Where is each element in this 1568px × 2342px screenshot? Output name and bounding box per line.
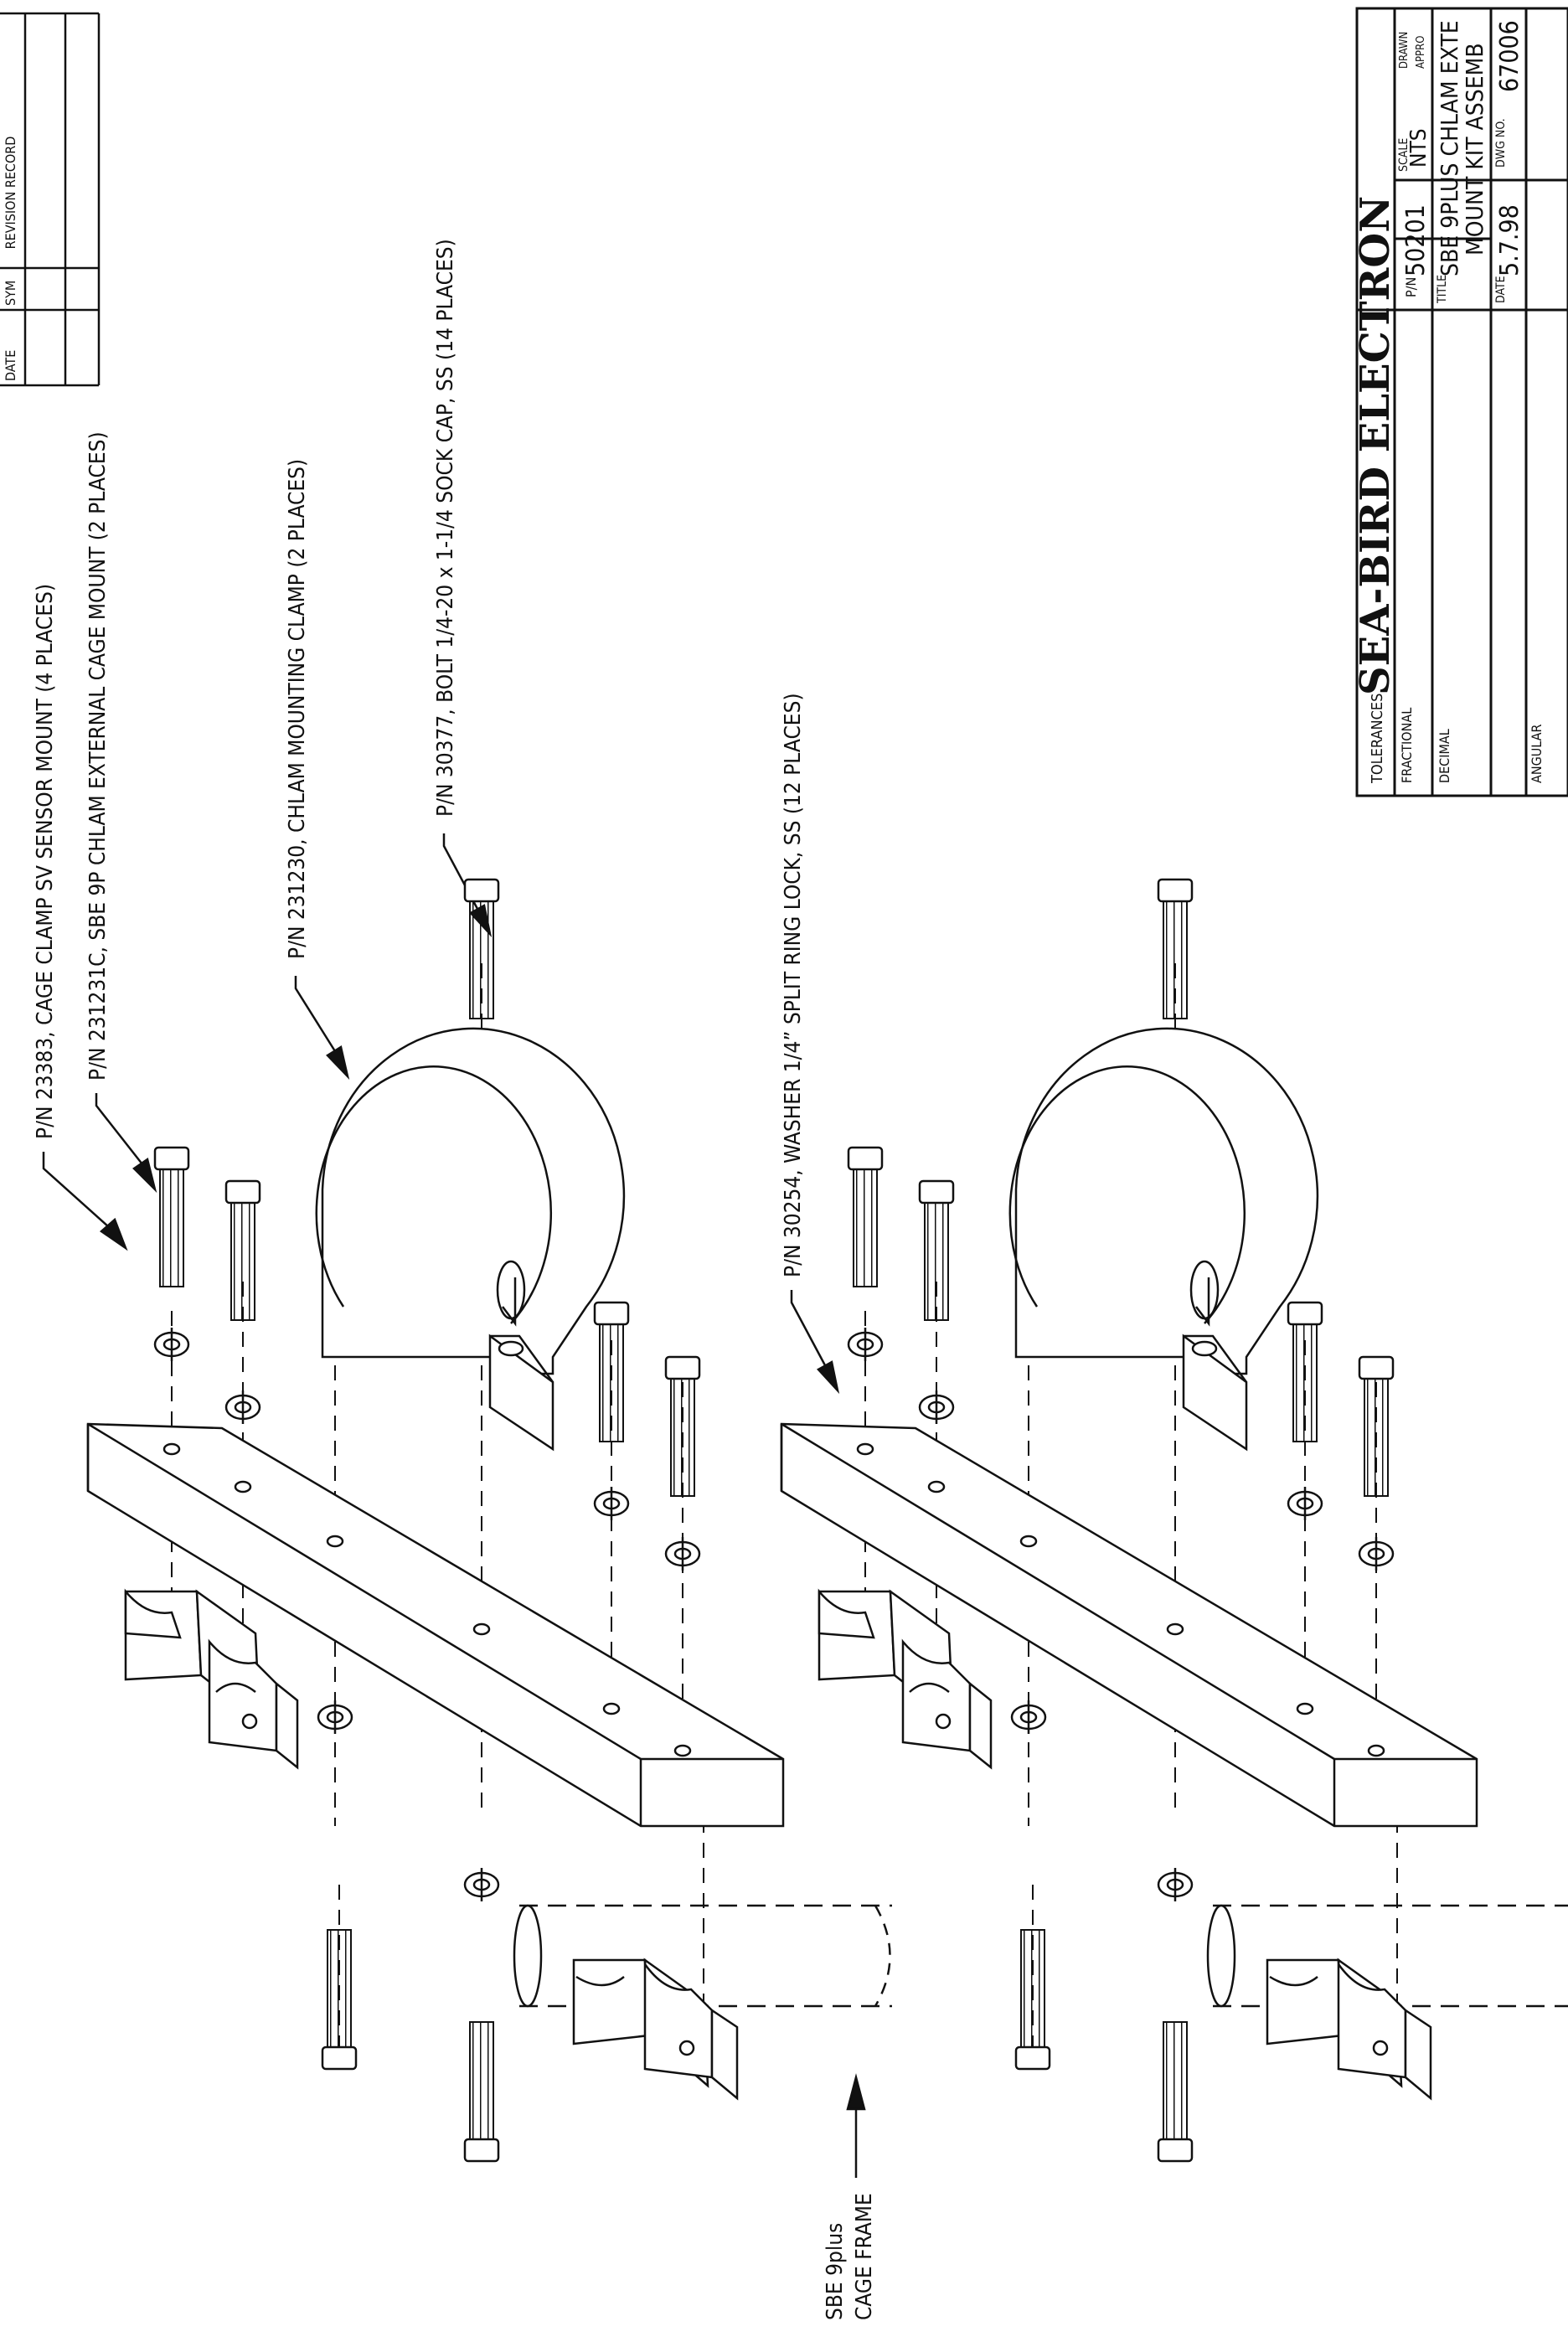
decimal-label: DECIMAL <box>1436 729 1452 783</box>
bolt <box>593 1301 630 1442</box>
pn-label: P/N <box>1403 277 1419 297</box>
washer <box>224 1390 261 1424</box>
washer <box>463 1868 500 1901</box>
dwg-value: 67006 <box>1495 20 1524 92</box>
dwg-label: DWG NO. <box>1494 118 1508 168</box>
callout-mounting-clamp: P/N 231230, CHLAM MOUNTING CLAMP (2 PLAC… <box>285 459 310 959</box>
frame-label-line1: SBE 9plus <box>823 2223 848 2320</box>
callout-washer: P/N 30254, WASHER 1/4” SPLIT RING LOCK, … <box>781 693 806 1277</box>
washers <box>153 1328 701 1901</box>
tolerances-label: TOLERANCES <box>1369 694 1386 784</box>
revision-col-record: REVISION RECORD <box>3 137 18 250</box>
callout-bolt: P/N 30377, BOLT 1/4-20 x 1-1/4 SOCK CAP,… <box>433 239 458 817</box>
cage-mount-bar <box>86 1422 785 1828</box>
bolts <box>153 878 701 2163</box>
bolt <box>463 878 500 1019</box>
washer <box>664 1537 701 1571</box>
company-name: SEA-BIRD ELECTRON <box>1352 196 1399 695</box>
washer <box>317 1700 353 1734</box>
washer <box>153 1328 190 1361</box>
title-line-1: SBE 9PLUS CHLAM EXTE <box>1436 20 1463 276</box>
cage-clamp-lower <box>572 1958 739 2101</box>
bolt <box>153 1146 190 1287</box>
assembly-group-2 <box>780 878 1568 2163</box>
scale-value: NTS <box>1406 128 1431 168</box>
callout-cage-clamp: P/N 23383, CAGE CLAMP SV SENSOR MOUNT (4… <box>33 584 58 1139</box>
bolt <box>321 1929 358 2071</box>
scale-label: SCALE <box>1397 138 1411 172</box>
assembly-group-1 <box>86 878 892 2163</box>
washer <box>593 1487 630 1520</box>
revision-col-sym: SYM <box>3 281 18 306</box>
title-label: TITLE <box>1436 275 1449 304</box>
title-block <box>1355 7 1568 797</box>
bolt <box>664 1355 701 1497</box>
cage-clamp-upper <box>124 1588 299 1770</box>
approved-label: APPRO <box>1415 36 1427 69</box>
revision-block <box>0 12 101 387</box>
chlam-mounting-clamp <box>315 1027 626 1452</box>
date-label: DATE <box>1494 276 1508 303</box>
callout-cage-mount: P/N 231231C, SBE 9P CHLAM EXTERNAL CAGE … <box>85 431 111 1081</box>
title-line-2: MOUNT KIT ASSEMB <box>1461 43 1488 255</box>
bolt <box>463 2021 500 2163</box>
angular-label: ANGULAR <box>1529 724 1545 783</box>
date-value: 5.7.98 <box>1495 204 1524 276</box>
pn-value: 50201 <box>1401 204 1431 276</box>
bolt <box>224 1179 261 1321</box>
drawn-label: DRAWN <box>1398 32 1411 69</box>
frame-label-line2: CAGE FRAME <box>852 2193 877 2320</box>
fractional-label: FRACTIONAL <box>1399 708 1415 783</box>
revision-col-date: DATE <box>3 350 18 381</box>
